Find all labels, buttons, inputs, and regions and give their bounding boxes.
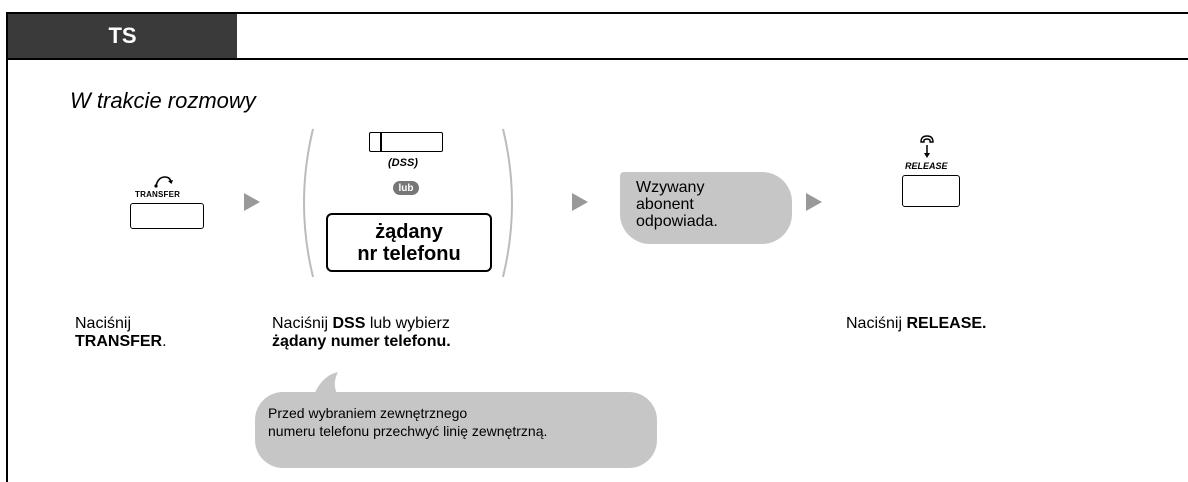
release-button[interactable] [902,175,960,207]
transfer-curve-icon [154,176,173,188]
note-bubble [255,392,657,468]
play-arrow-icon [572,193,588,211]
tab-divider [8,58,1188,60]
dss-button[interactable] [369,132,443,152]
note-line-1: Przed wybraniem zewnętrznego [268,405,468,421]
transfer-button-label: TRANSFER [135,190,181,199]
note-text: Przed wybraniem zewnętrznego numeru tele… [268,404,547,440]
step1-caption: Naciśnij TRANSFER. [75,315,167,351]
dss-button-divider [380,133,382,151]
answer-line-2: abonent [636,196,694,213]
handset-release-icon [920,135,934,158]
mode-title: W trakcie rozmowy [70,88,256,113]
step1-caption-line1: Naciśnij [75,315,132,332]
answer-bubble [620,172,792,244]
step2-caption-mid: lub wybierz [365,315,450,332]
step2-caption: Naciśnij DSS lub wybierz żądany numer te… [272,315,451,351]
or-badge: lub [393,181,419,195]
step1-caption-end: . [162,333,167,350]
step4-caption: Naciśnij RELEASE. [846,315,986,333]
step2-caption-bold2: żądany numer telefonu. [272,333,451,350]
phone-line-1: żądany [375,220,443,243]
answer-line-3: odpowiada. [636,213,718,230]
answer-text: Wzywany abonent odpowiada. [636,179,718,230]
frame-top-border [6,12,1188,14]
mode-tab: TS [8,14,237,58]
mode-tab-label: TS [108,23,137,48]
answer-line-1: Wzywany [636,179,705,196]
step4-caption-prefix: Naciśnij [846,315,907,332]
phone-number-box: żądany nr telefonu [326,213,492,272]
left-parenthesis [303,128,314,278]
play-arrow-icon [806,193,822,211]
release-button-label: RELEASE [905,161,948,171]
frame-left-border [6,12,8,482]
right-parenthesis [502,128,513,278]
transfer-button[interactable] [130,203,204,229]
phone-line-2: nr telefonu [357,242,461,265]
dss-label: (DSS) [388,157,418,169]
note-line-2: numeru telefonu przechwyć linię zewnętrz… [268,423,548,439]
play-arrow-icon [244,193,260,211]
step2-caption-prefix: Naciśnij [272,315,333,332]
step1-caption-bold: TRANSFER [75,333,163,350]
step2-caption-bold1: DSS [332,315,366,332]
step4-caption-bold: RELEASE. [906,315,987,332]
